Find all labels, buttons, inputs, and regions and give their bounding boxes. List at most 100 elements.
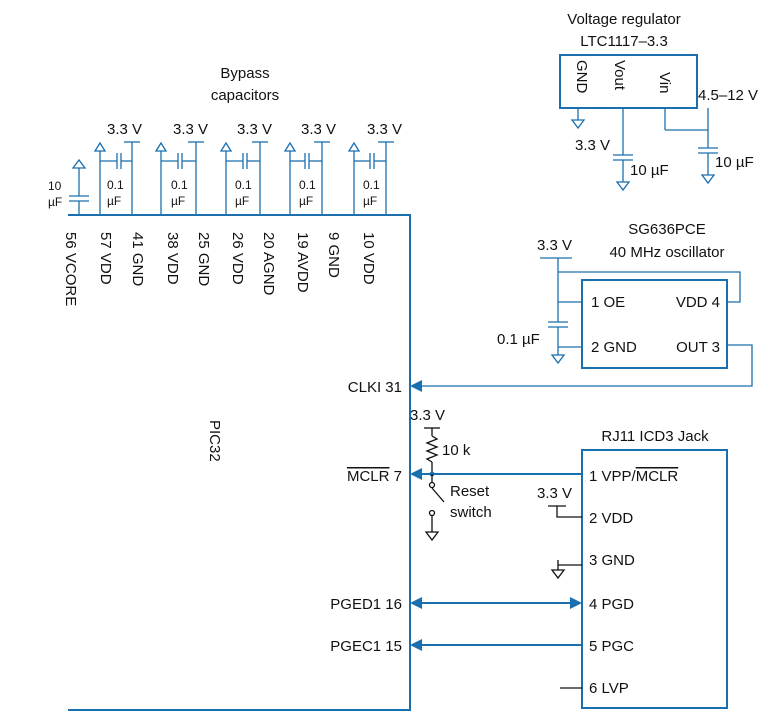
bypass-title: Bypass bbox=[220, 65, 269, 82]
pin-label-56: 56 VCORE bbox=[62, 232, 79, 306]
pin-mclr: MCLR 7 bbox=[347, 468, 402, 485]
bypass-cap-value: 0.1 bbox=[299, 178, 316, 192]
bypass-cap-unit: µF bbox=[107, 194, 121, 208]
ground-symbol bbox=[550, 354, 566, 365]
osc-pin-vdd: VDD 4 bbox=[676, 294, 720, 311]
osc-pin-out: OUT 3 bbox=[676, 339, 720, 356]
pin-label-19: 19 AVDD bbox=[294, 232, 311, 293]
jack-supply: 3.3 V bbox=[537, 485, 572, 502]
pgd-arrow-left bbox=[410, 597, 422, 609]
bypass-cap-value: 0.1 bbox=[235, 178, 252, 192]
ground-symbol bbox=[700, 174, 716, 185]
mclr-arrow bbox=[410, 468, 422, 480]
voltage-regulator: Voltage regulator LTC1117–3.3 GND Vout V… bbox=[559, 11, 758, 192]
regulator-cap-out: 10 µF bbox=[630, 162, 669, 179]
pin-label-10: 10 VDD bbox=[360, 232, 377, 285]
bypass-capacitors: Bypass capacitors 10 µF 3.3 V 0.1 µF 3.3… bbox=[48, 65, 402, 215]
pin-label-20: 20 AGND bbox=[260, 232, 277, 296]
bypass-cap-group-3: 3.3 V 0.1 µF bbox=[219, 121, 272, 215]
pic32-outline bbox=[68, 214, 411, 711]
oscillator-title: 40 MHz oscillator bbox=[609, 244, 724, 261]
bypass-cap-value: 0.1 bbox=[171, 178, 188, 192]
pin-label-26: 26 VDD bbox=[229, 232, 246, 285]
pin-label-41: 41 GND bbox=[129, 232, 146, 286]
jack-title: RJ11 ICD3 Jack bbox=[601, 428, 709, 445]
oscillator: SG636PCE 40 MHz oscillator 1 OE VDD 4 2 … bbox=[410, 221, 753, 392]
oscillator-cap: 0.1 µF bbox=[497, 331, 540, 348]
reset-switch-label-1: Reset bbox=[450, 483, 490, 500]
ground-symbol bbox=[219, 141, 233, 152]
bypass-cap-group-2: 3.3 V 0.1 µF bbox=[154, 121, 208, 215]
pic32-chip: PIC32 56 VCORE 57 VDD 41 GND 38 VDD 25 G… bbox=[62, 214, 411, 711]
pin-label-25: 25 GND bbox=[195, 232, 212, 286]
bypass-cap-group-1: 3.3 V 0.1 µF bbox=[93, 121, 142, 215]
regulator-pin-vin: Vin bbox=[656, 72, 673, 93]
osc-pin-gnd: 2 GND bbox=[591, 339, 637, 356]
reset-resistor: 10 k bbox=[442, 442, 471, 459]
ground-symbol bbox=[93, 141, 107, 152]
jack-pin-5: 5 PGC bbox=[589, 638, 634, 655]
ground-symbol bbox=[424, 531, 440, 542]
regulator-vout-label: 3.3 V bbox=[575, 137, 610, 154]
regulator-pin-vout: Vout bbox=[611, 60, 628, 91]
bypass-cap-unit: µF bbox=[171, 194, 185, 208]
bypass-supply-1: 3.3 V bbox=[107, 121, 142, 138]
reset-switch-blade bbox=[431, 487, 445, 503]
oscillator-supply: 3.3 V bbox=[537, 237, 572, 254]
regulator-pin-gnd: GND bbox=[573, 60, 590, 94]
bypass-cap-unit: µF bbox=[299, 194, 313, 208]
bypass-cap-group-5: 3.3 V 0.1 µF bbox=[347, 121, 402, 215]
osc-pin-oe: 1 OE bbox=[591, 294, 625, 311]
bypass-cap-unit: µF bbox=[235, 194, 249, 208]
regulator-part: LTC1117–3.3 bbox=[580, 33, 668, 50]
jack-pin-2: 2 VDD bbox=[589, 510, 633, 527]
reset-circuit: 3.3 V 10 k Reset switch bbox=[410, 407, 582, 542]
bypass-supply-2: 3.3 V bbox=[173, 121, 208, 138]
pin-label-38: 38 VDD bbox=[164, 232, 181, 285]
pin-pgec: PGEC1 15 bbox=[330, 638, 402, 655]
pgc-arrow bbox=[410, 639, 422, 651]
oscillator-box bbox=[581, 279, 728, 369]
ground-symbol bbox=[347, 141, 361, 152]
bypass-cap-group-4: 3.3 V 0.1 µF bbox=[283, 121, 336, 215]
bypass-supply-4: 3.3 V bbox=[301, 121, 336, 138]
bypass-cap-value: 0.1 bbox=[363, 178, 380, 192]
ground-symbol bbox=[615, 181, 631, 192]
rj11-jack: RJ11 ICD3 Jack 1 VPP/MCLR 2 VDD 3 GND 4 … bbox=[410, 428, 728, 709]
bypass-supply-3: 3.3 V bbox=[237, 121, 272, 138]
reset-supply: 3.3 V bbox=[410, 407, 445, 424]
pic32-label: PIC32 bbox=[206, 420, 223, 462]
jack-pin-6: 6 LVP bbox=[589, 680, 629, 697]
jack-pin-4: 4 PGD bbox=[589, 596, 634, 613]
regulator-vin-label: 4.5–12 V bbox=[698, 87, 758, 104]
big-cap-value: 10 bbox=[48, 179, 62, 193]
mclr-name: MCLR bbox=[347, 468, 390, 485]
ground-symbol bbox=[550, 569, 566, 580]
ground-symbol bbox=[570, 119, 586, 130]
ground-symbol bbox=[154, 141, 168, 152]
jack-box bbox=[581, 449, 728, 709]
big-cap-unit: µF bbox=[48, 195, 62, 209]
jack-pin-3: 3 GND bbox=[589, 552, 635, 569]
pin-label-9: 9 GND bbox=[325, 232, 342, 278]
bypass-cap-unit: µF bbox=[363, 194, 377, 208]
mclr-num: 7 bbox=[389, 468, 402, 485]
resistor-symbol bbox=[425, 435, 439, 463]
pin-clki: CLKI 31 bbox=[348, 379, 402, 396]
ground-symbol bbox=[71, 158, 87, 169]
regulator-box bbox=[559, 54, 698, 109]
jack-pin-1-mclr: MCLR bbox=[636, 468, 679, 485]
jack-pin-1: 1 VPP/MCLR bbox=[589, 468, 678, 485]
oscillator-part: SG636PCE bbox=[628, 221, 706, 238]
ground-symbol bbox=[283, 141, 297, 152]
bypass-subtitle: capacitors bbox=[211, 87, 279, 104]
regulator-cap-in: 10 µF bbox=[715, 154, 754, 171]
bypass-cap-value: 0.1 bbox=[107, 178, 124, 192]
clki-arrow bbox=[410, 380, 422, 392]
reset-switch-label-2: switch bbox=[450, 504, 492, 521]
regulator-title: Voltage regulator bbox=[567, 11, 680, 28]
pgd-arrow-right bbox=[570, 597, 582, 609]
pin-label-57: 57 VDD bbox=[97, 232, 114, 285]
